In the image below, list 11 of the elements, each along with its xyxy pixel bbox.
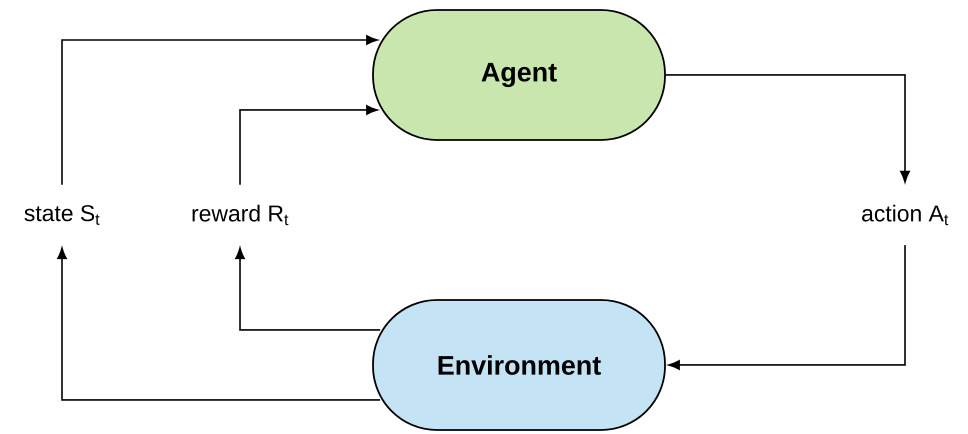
arrow: [235, 248, 380, 331]
process-box: Agent: [372, 9, 666, 141]
arrow: [57, 248, 380, 401]
signal-label: reward R$_{t}$: [192, 204, 288, 226]
process-box: Environment: [372, 299, 666, 431]
arrow: [61, 35, 378, 185]
arrow: [239, 105, 378, 185]
signal-label: state S$_{t}$: [24, 205, 100, 225]
signal-label: action A$_{t}$: [862, 204, 948, 226]
arrow: [666, 74, 910, 182]
arrow: [668, 245, 906, 370]
